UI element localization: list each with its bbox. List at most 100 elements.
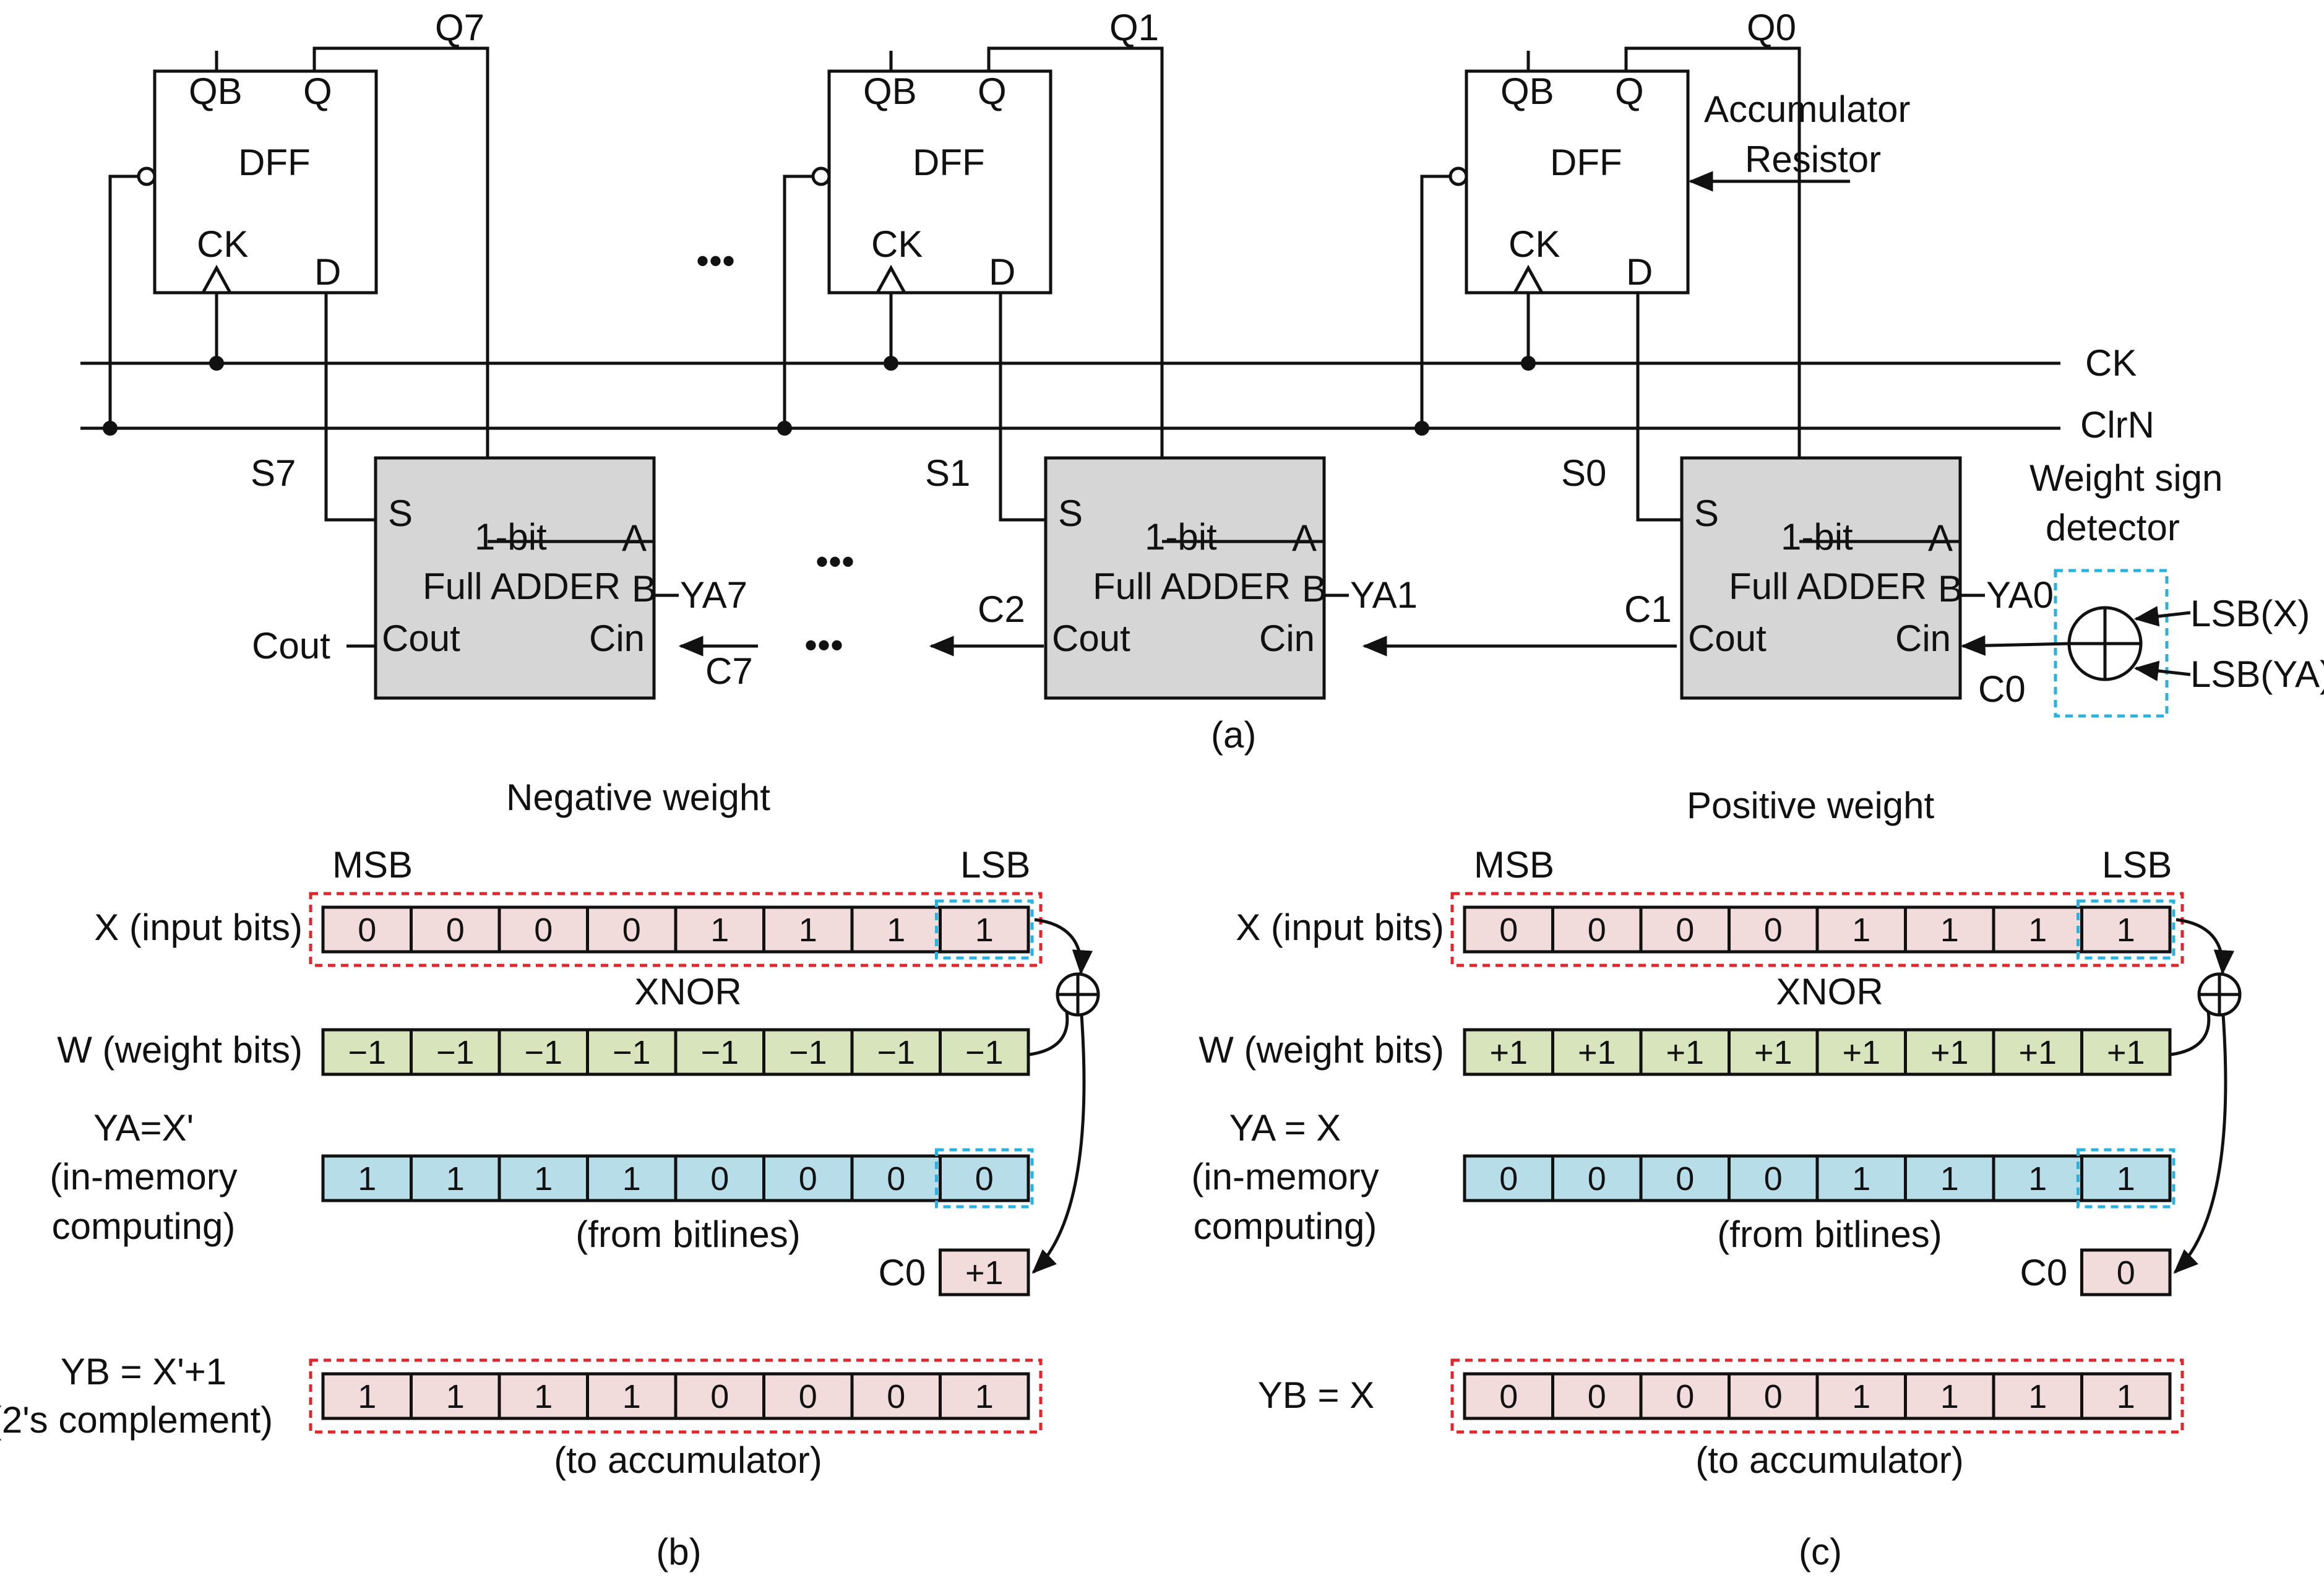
bit-value: +1 <box>1489 1034 1528 1071</box>
bit-cell <box>2080 1372 2172 1420</box>
clrn-inverter-bubble <box>811 166 831 186</box>
yb-row-highlight <box>1450 1358 2184 1434</box>
w-row-label: W (weight bits) <box>57 1029 303 1071</box>
adder-cout-pin: Cout <box>1052 618 1130 659</box>
clrn-inverter-bubble <box>137 166 157 186</box>
bit-value: 0 <box>1764 1378 1783 1415</box>
bit-value: 0 <box>710 1378 729 1415</box>
bit-value: 0 <box>1676 1378 1694 1415</box>
bit-value: 1 <box>2117 1378 2135 1415</box>
bit-cell <box>1551 1028 1643 1076</box>
bit-value: +1 <box>1578 1034 1616 1071</box>
xnor-label: XNOR <box>634 971 741 1012</box>
msb-label: MSB <box>332 844 413 886</box>
ellipsis-dff: ••• <box>696 240 735 282</box>
bit-value: 0 <box>887 1160 905 1197</box>
adder-label-2: Full ADDER <box>423 566 621 607</box>
adder-a-pin: A <box>1292 517 1317 559</box>
panel-a-caption: (a) <box>1211 714 1256 756</box>
q-feedback-wire <box>312 46 489 541</box>
bit-value: 0 <box>1764 912 1783 949</box>
sum-output-label: S1 <box>925 452 970 494</box>
adder-b-pin: B <box>1302 568 1327 610</box>
negative-weight-label: Negative weight <box>506 777 770 818</box>
bit-value: 1 <box>534 1378 553 1415</box>
bit-cell <box>410 1028 501 1076</box>
bit-value: 0 <box>1588 912 1606 949</box>
bit-value: 0 <box>1588 1160 1606 1197</box>
bit-value: −1 <box>700 1034 739 1071</box>
ck-bus-label: CK <box>2085 342 2137 384</box>
q-feedback-wire <box>987 46 1164 541</box>
bit-value: 0 <box>622 912 641 949</box>
adder-cout-pin: Cout <box>382 618 460 659</box>
c0-label: C0 <box>2020 1252 2068 1293</box>
w-bits-row: −1−1−1−1−1−1−1−1 <box>321 1028 1030 1076</box>
bit-value: 0 <box>1764 1160 1783 1197</box>
x-lsb-to-xor-arrow <box>1034 918 1093 975</box>
bit-value: 0 <box>1499 1378 1518 1415</box>
bit-cell <box>762 1028 854 1076</box>
bit-cell <box>2080 905 2172 954</box>
bit-cell <box>497 1154 589 1202</box>
dff-block <box>1465 69 1690 295</box>
bit-value: 0 <box>710 1160 729 1197</box>
bit-cell <box>1904 1154 1995 1202</box>
c0-label: C0 <box>879 1252 926 1293</box>
q-feedback-wire <box>1624 46 1801 541</box>
ck-junction <box>209 356 224 371</box>
bit-cell <box>1992 1028 2083 1076</box>
dff-ck-pin: CK <box>1508 223 1560 265</box>
bit-value: 0 <box>1499 1160 1518 1197</box>
adder-b-pin: B <box>632 568 656 610</box>
bit-value: 1 <box>2028 1160 2047 1197</box>
sum-to-d-wire <box>1636 293 1682 522</box>
carry-c1-label: C1 <box>1624 589 1672 630</box>
bit-cell <box>939 1154 1030 1202</box>
adder-label-2: Full ADDER <box>1729 566 1927 607</box>
bit-value: 0 <box>799 1160 817 1197</box>
bit-cell <box>2080 1154 2172 1202</box>
dff-d-pin: D <box>989 251 1015 293</box>
bit-cell <box>1992 1372 2083 1420</box>
bit-cell <box>410 1372 501 1420</box>
accumulator-label-1: Accumulator <box>1704 88 1910 130</box>
ya-row-label-2: (in-memory <box>49 1156 237 1197</box>
ya-input-label: YA1 <box>1350 574 1418 616</box>
bit-cell <box>2080 1028 2172 1076</box>
bit-value: −1 <box>789 1034 827 1071</box>
detector-to-cin-arrow <box>1960 635 2070 656</box>
yb-row-label-1: YB = X'+1 <box>61 1351 226 1392</box>
bit-value: 1 <box>710 912 729 949</box>
bit-cell <box>1815 905 1907 954</box>
xor-to-c0-arrow <box>2173 1014 2227 1274</box>
bit-cell <box>939 1028 1030 1076</box>
carry-c7-label: C7 <box>705 650 753 692</box>
detector-label-1: Weight sign <box>2029 457 2223 499</box>
dff-block <box>153 69 378 295</box>
bit-cell <box>497 905 589 954</box>
w-bits-row: +1+1+1+1+1+1+1+1 <box>1463 1028 2172 1076</box>
dff-q-pin: Q <box>978 71 1007 112</box>
dff-q-pin: Q <box>1615 71 1644 112</box>
bit-cell <box>850 1154 942 1202</box>
ya-row-label-3: computing) <box>1194 1206 1377 1247</box>
dff-qb-pin: QB <box>1500 71 1554 112</box>
lsb-x-label: LSB(X) <box>2190 593 2310 634</box>
yb-row-label-2: (2's complement) <box>0 1399 273 1441</box>
to-accumulator-label: (to accumulator) <box>1695 1439 1963 1481</box>
dff-ck-pin: CK <box>871 223 923 265</box>
c0-cell <box>2080 1248 2172 1296</box>
ya-row-label-2: (in-memory <box>1191 1156 1379 1197</box>
adder-label-1: 1-bit <box>1781 516 1853 558</box>
bit-cell <box>674 1154 765 1202</box>
panel-caption: (c) <box>1799 1531 1842 1572</box>
bit-value: 1 <box>975 912 994 949</box>
full-adder-block <box>374 456 656 700</box>
bit-value: 1 <box>1940 912 1959 949</box>
